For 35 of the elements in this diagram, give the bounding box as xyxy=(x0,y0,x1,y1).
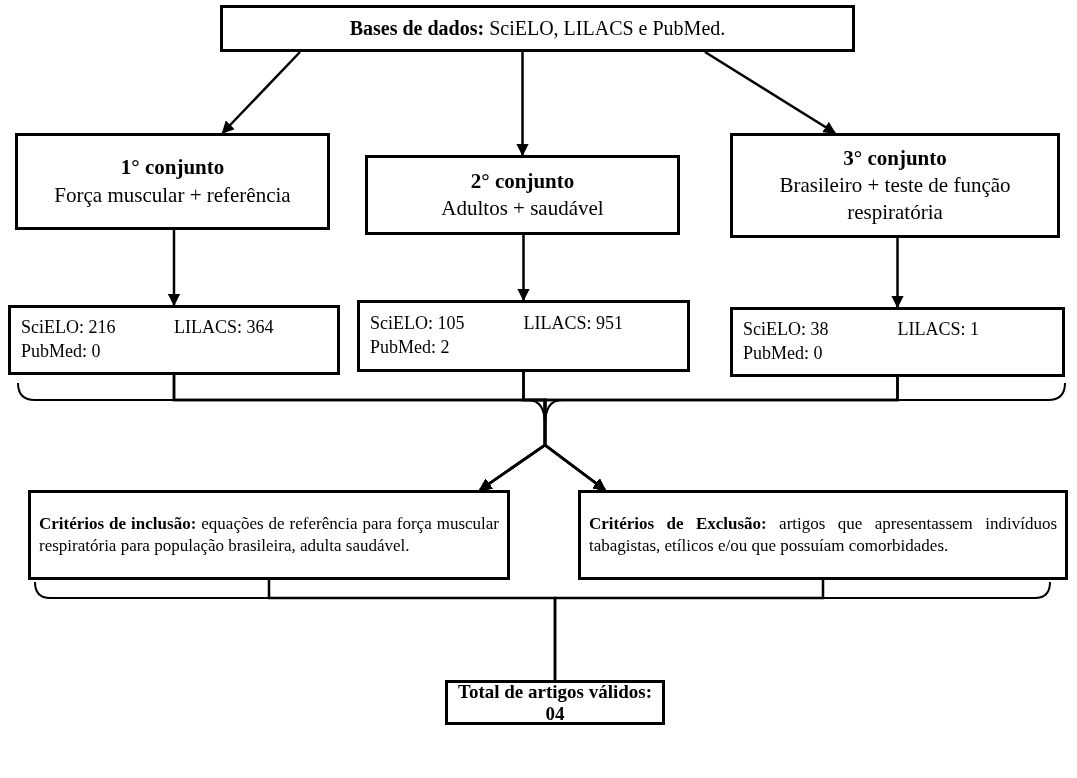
result-count: LILACS: 1 xyxy=(897,319,980,341)
process-box xyxy=(730,133,1060,238)
result-count: SciELO: 216 xyxy=(21,317,117,339)
total-text: Total de artigos válidos: 04 xyxy=(456,680,654,725)
process-box xyxy=(357,300,690,372)
process-box xyxy=(220,5,855,52)
criteria-text: Critérios de Exclusão: artigos que apresentassem indivíduos tabagistas, etílicos e/ou que possuíam comorbidades. xyxy=(589,512,1057,557)
process-box xyxy=(28,490,510,580)
process-box xyxy=(8,305,340,375)
group-title: 2° conjunto xyxy=(470,167,575,195)
arrow xyxy=(516,52,529,157)
process-box xyxy=(365,155,680,235)
arrow xyxy=(543,377,899,491)
result-count: PubMed: 0 xyxy=(21,341,102,363)
result-count: LILACS: 951 xyxy=(523,313,624,335)
arrow xyxy=(517,235,530,302)
result-count: PubMed: 2 xyxy=(370,337,451,359)
group-title: 1° conjunto xyxy=(120,154,225,182)
result-count: SciELO: 38 xyxy=(743,319,830,341)
process-box xyxy=(578,490,1068,580)
arrow xyxy=(221,51,301,134)
group-title: 3° conjunto xyxy=(843,144,947,172)
result-count: SciELO: 105 xyxy=(370,313,466,335)
search-terms: Adultos + saudável xyxy=(441,195,604,222)
process-box xyxy=(730,307,1065,377)
search-terms: Brasileiro + teste de função respiratória xyxy=(778,171,1012,227)
process-box xyxy=(15,133,330,230)
result-count: LILACS: 364 xyxy=(174,317,275,339)
criteria-text: Critérios de inclusão: equações de referência para força muscular respiratória para população brasileira, adulta saudável. xyxy=(39,512,499,557)
arrow xyxy=(704,50,837,135)
arrow xyxy=(167,230,181,307)
arrow xyxy=(891,238,904,309)
heading-text: Bases de dados: SciELO, LILACS e PubMed. xyxy=(349,16,726,41)
result-count: PubMed: 0 xyxy=(743,343,824,365)
search-terms: Força muscular + referência xyxy=(54,181,291,209)
